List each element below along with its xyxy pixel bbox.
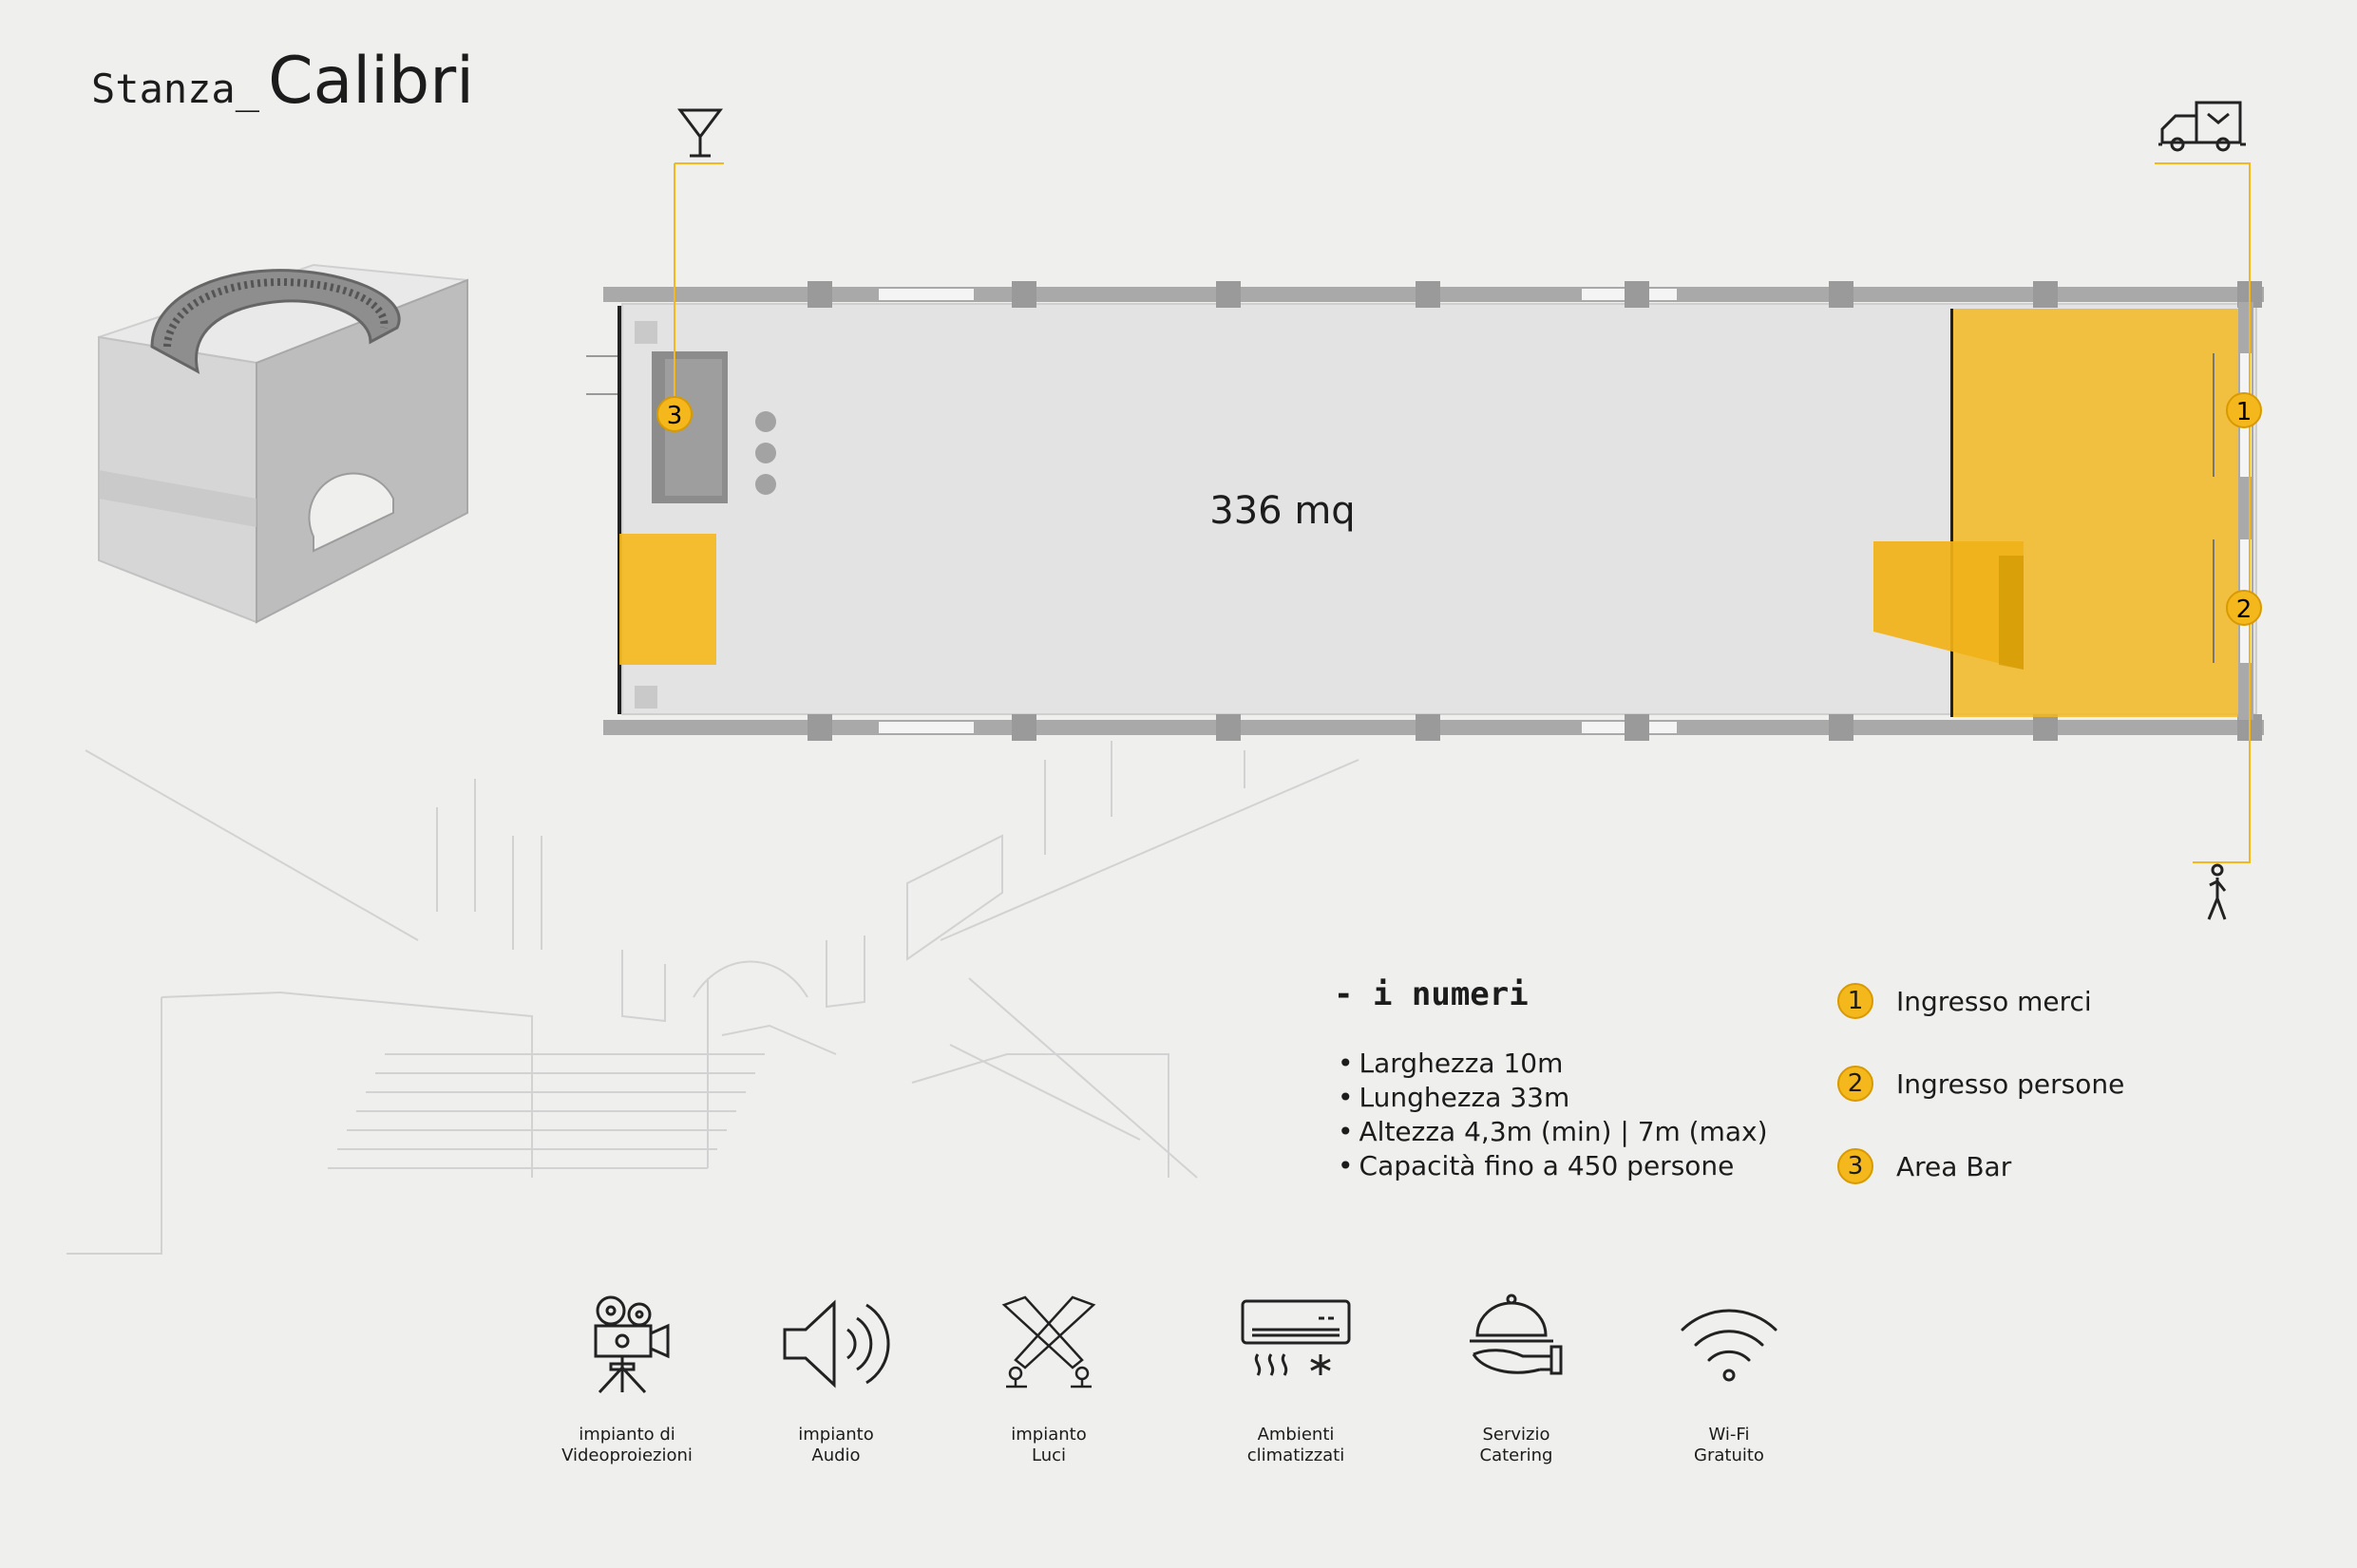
amenity-label-line1: Wi-Fi bbox=[1708, 1425, 1750, 1445]
air-conditioner-icon bbox=[1241, 1299, 1351, 1376]
numbers-heading: - i numeri bbox=[1334, 975, 1529, 1013]
stat-height: Altezza 4,3m (min) | 7m (max) bbox=[1338, 1115, 1768, 1149]
isometric-letter-block bbox=[98, 263, 468, 624]
title-prefix: Stanza_ bbox=[91, 66, 260, 112]
legend: 1 Ingresso merci 2 Ingresso persone 3 Ar… bbox=[1837, 980, 2236, 1228]
legend-item-ingresso-merci: 1 Ingresso merci bbox=[1837, 980, 2236, 1022]
page-title: Stanza_ Calibri bbox=[91, 49, 474, 114]
cloche-icon bbox=[1470, 1294, 1563, 1375]
amenity-label-line1: impianto bbox=[798, 1425, 874, 1445]
legend-number: 3 bbox=[1837, 1148, 1873, 1184]
amenity-label-line2: Luci bbox=[1031, 1445, 1067, 1465]
wifi-icon bbox=[1681, 1309, 1777, 1382]
amenity-label-line1: Ambienti bbox=[1257, 1425, 1335, 1445]
svg-text:2: 2 bbox=[2236, 595, 2252, 624]
legend-number: 2 bbox=[1837, 1066, 1873, 1102]
amenity-label-line1: impianto di bbox=[579, 1425, 675, 1445]
legend-number: 1 bbox=[1837, 983, 1873, 1019]
spotlights-icon bbox=[1001, 1295, 1096, 1389]
marker-3: 3 bbox=[656, 396, 693, 432]
stat-width: Larghezza 10m bbox=[1338, 1047, 1768, 1081]
stat-capacity: Capacità fino a 450 persone bbox=[1338, 1149, 1768, 1183]
amenity-label-line2: Videoproiezioni bbox=[561, 1445, 693, 1465]
legend-item-area-bar: 3 Area Bar bbox=[1837, 1145, 2236, 1187]
room-stats: Larghezza 10m Lunghezza 33m Altezza 4,3m… bbox=[1338, 1047, 1768, 1183]
amenity-label-line2: Gratuito bbox=[1694, 1445, 1764, 1465]
room-name: Calibri bbox=[268, 44, 475, 119]
svg-text:1: 1 bbox=[2236, 398, 2252, 426]
speaker-icon bbox=[783, 1299, 890, 1389]
perspective-sketch bbox=[67, 741, 1359, 1255]
amenity-label-line1: impianto bbox=[1011, 1425, 1087, 1445]
stat-length: Lunghezza 33m bbox=[1338, 1081, 1768, 1115]
amenity-label-line2: Catering bbox=[1479, 1445, 1553, 1465]
amenity-label-line2: climatizzati bbox=[1246, 1445, 1345, 1465]
marker-2: 2 bbox=[2226, 590, 2262, 626]
film-camera-icon bbox=[594, 1295, 670, 1394]
legend-label: Ingresso merci bbox=[1896, 985, 2092, 1017]
delivery-truck-icon bbox=[2158, 101, 2246, 152]
amenity-label-line2: Audio bbox=[811, 1445, 861, 1465]
legend-label: Area Bar bbox=[1896, 1150, 2012, 1182]
legend-label: Ingresso persone bbox=[1896, 1067, 2125, 1100]
walking-person-icon bbox=[2207, 863, 2227, 920]
amenity-label-line1: Servizio bbox=[1482, 1425, 1550, 1445]
legend-item-ingresso-persone: 2 Ingresso persone bbox=[1837, 1063, 2236, 1105]
cocktail-glass-icon bbox=[677, 108, 723, 158]
room-area: 336 mq bbox=[1209, 489, 1356, 533]
svg-text:3: 3 bbox=[667, 402, 683, 430]
marker-1: 1 bbox=[2226, 392, 2262, 428]
left-yellow-zone bbox=[619, 534, 716, 665]
